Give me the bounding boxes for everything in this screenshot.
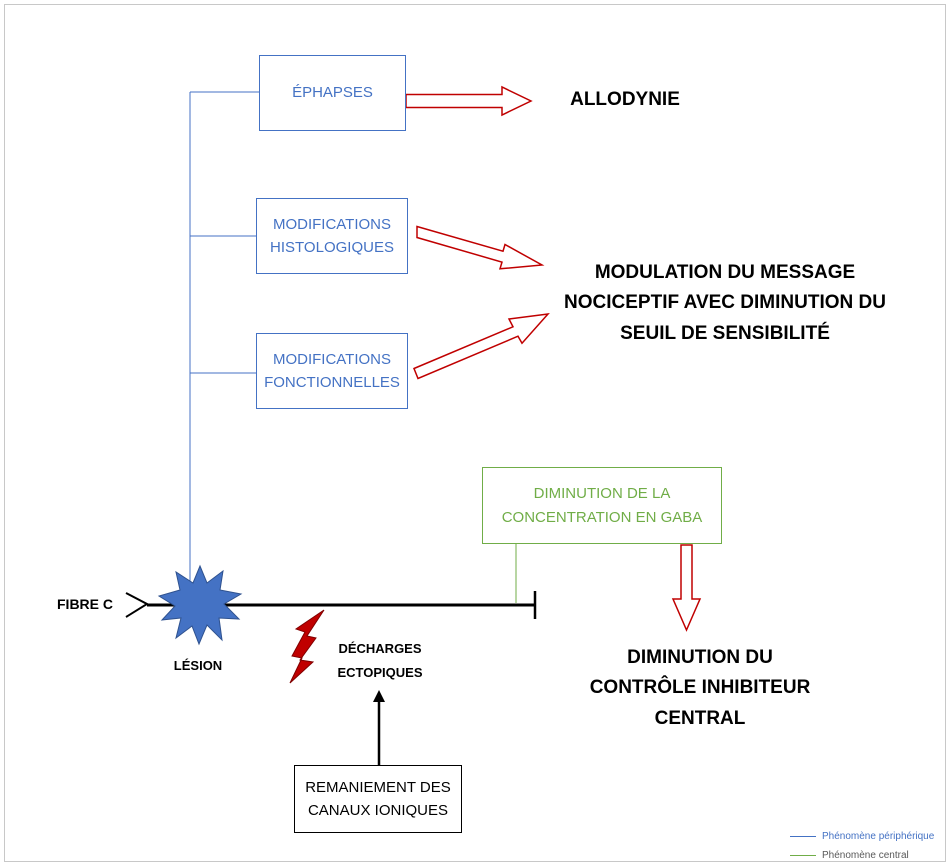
- outcome-modulation: MODULATION DU MESSAGE NOCICEPTIF AVEC DI…: [525, 258, 925, 349]
- outcome-modulation-line-3: SEUIL DE SENSIBILITÉ: [620, 322, 830, 344]
- box-histologiques-text: MODIFICATIONS HISTOLOGIQUES: [270, 213, 394, 260]
- box-ephapses-label: ÉPHAPSES: [292, 84, 373, 102]
- outcome-controle-line-2: CONTRÔLE INHIBITEUR: [589, 677, 811, 699]
- outcome-controle-line-3: CENTRAL: [654, 707, 746, 729]
- arrow-ephapses-allodynie: [405, 85, 533, 117]
- lesion-label: LÉSION: [173, 658, 223, 673]
- outcome-allodynie: ALLODYNIE: [570, 89, 680, 110]
- box-fonctionnelles-line-2: FONCTIONNELLES: [264, 374, 400, 391]
- legend-central-swatch: [790, 855, 816, 856]
- legend-central-label: Phénomène central: [822, 850, 909, 861]
- ion-channel-arrowhead: [373, 690, 385, 702]
- diagram-frame: [4, 4, 946, 862]
- legend-central: Phénomène central: [790, 850, 909, 861]
- arrow-histologiques-modulation: [416, 225, 545, 270]
- box-ephapses: ÉPHAPSES: [259, 55, 406, 131]
- legend-peripheral: Phénomène périphérique: [790, 831, 934, 842]
- box-gaba-text: DIMINUTION DE LA CONCENTRATION EN GABA: [502, 482, 703, 529]
- outcome-modulation-line-1: MODULATION DU MESSAGE: [594, 262, 856, 283]
- box-modifications-fonctionnelles: MODIFICATIONS FONCTIONNELLES: [256, 333, 408, 409]
- decharges-line-2: ECTOPIQUES: [337, 665, 423, 681]
- arrow-gaba-controle: [671, 544, 702, 632]
- outcome-controle: DIMINUTION DU CONTRÔLE INHIBITEUR CENTRA…: [560, 643, 840, 734]
- box-gaba: DIMINUTION DE LA CONCENTRATION EN GABA: [482, 467, 722, 544]
- box-modifications-histologiques: MODIFICATIONS HISTOLOGIQUES: [256, 198, 408, 274]
- legend-peripheral-swatch: [790, 836, 816, 837]
- box-fonctionnelles-text: MODIFICATIONS FONCTIONNELLES: [264, 348, 400, 395]
- box-gaba-line-1: DIMINUTION DE LA: [533, 485, 671, 503]
- fiber-terminal-triangle: [125, 592, 150, 618]
- lightning-icon: [289, 609, 325, 684]
- box-histologiques-line-1: MODIFICATIONS: [272, 215, 392, 233]
- peripheral-tree: [189, 91, 259, 600]
- fiber-c-label: FIBRE C: [57, 596, 113, 612]
- lesion-icon: [157, 564, 243, 646]
- outcome-modulation-line-2: NOCICEPTIF AVEC DIMINUTION DU: [564, 292, 886, 314]
- decharges-line-1: DÉCHARGES: [338, 641, 422, 656]
- box-histologiques-line-2: HISTOLOGIQUES: [270, 239, 394, 256]
- box-canaux-line-1: REMANIEMENT DES: [305, 778, 451, 796]
- legend-peripheral-label: Phénomène périphérique: [822, 831, 935, 842]
- box-gaba-line-2: CONCENTRATION EN GABA: [501, 508, 703, 526]
- box-canaux-text: REMANIEMENT DES CANAUX IONIQUES: [305, 776, 451, 823]
- arrow-fonctionnelles-modulation: [413, 313, 550, 380]
- box-fonctionnelles-line-1: MODIFICATIONS: [272, 350, 392, 368]
- decharges-label: DÉCHARGES ECTOPIQUES: [325, 637, 435, 685]
- box-canaux-ioniques: REMANIEMENT DES CANAUX IONIQUES: [294, 765, 462, 833]
- box-canaux-line-2: CANAUX IONIQUES: [307, 802, 448, 819]
- outcome-controle-line-1: DIMINUTION DU: [627, 647, 773, 668]
